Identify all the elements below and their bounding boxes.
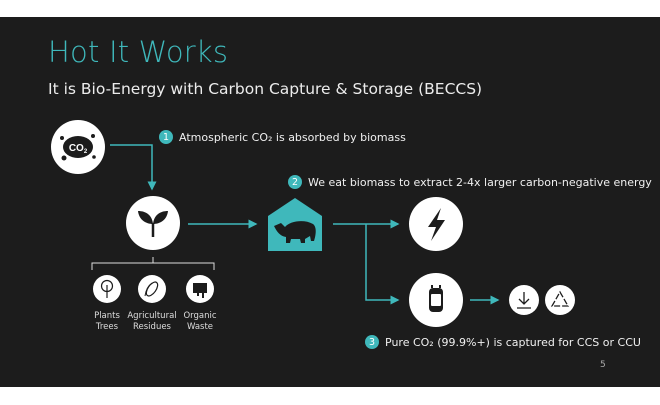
source-label-organic: Organic Waste <box>170 311 230 333</box>
arrow-facility-to-co2-tank <box>365 224 400 305</box>
svg-text:CO2: CO2 <box>69 143 88 155</box>
step-2: 2 We eat biomass to extract 2-4x larger … <box>288 175 652 189</box>
source-label-line: Trees <box>95 322 119 332</box>
source-label-plants: Plants Trees <box>77 311 137 333</box>
source-label-line: Waste <box>186 322 214 332</box>
step-text: Pure CO₂ (99.9%+) is captured for CCS or… <box>385 335 641 349</box>
sprout-icon <box>126 196 180 250</box>
co2-icon: CO2 <box>51 120 105 174</box>
source-label-line: Agricultural <box>127 311 177 321</box>
slide-title: Hot It Works <box>48 35 229 69</box>
arrow-co2-to-plant <box>110 144 157 191</box>
waste-icon <box>186 275 214 303</box>
gas-tank-icon <box>409 273 463 327</box>
step-number-badge: 1 <box>159 130 173 144</box>
bracket <box>91 257 215 270</box>
step-3: 3 Pure CO₂ (99.9%+) is captured for CCS … <box>365 335 641 349</box>
lightning-icon <box>409 197 463 251</box>
recycle-icon <box>545 285 575 315</box>
page-number: 5 <box>600 360 606 370</box>
flow-diagram: CO2 <box>51 120 575 327</box>
connectors <box>110 144 500 305</box>
step-text: Atmospheric CO₂ is absorbed by biomass <box>179 130 406 144</box>
slide-subtitle: It is Bio-Energy with Carbon Capture & S… <box>48 80 483 98</box>
step-number-badge: 2 <box>288 175 302 189</box>
corn-icon <box>138 275 166 303</box>
tree-icon <box>93 275 121 303</box>
step-text: We eat biomass to extract 2-4x larger ca… <box>308 175 652 189</box>
source-label-line: Residues <box>133 322 171 332</box>
rhino-facility-icon <box>268 198 322 251</box>
source-label-line: Organic <box>183 311 217 321</box>
storage-download-icon <box>509 285 539 315</box>
step-number-badge: 3 <box>365 335 379 349</box>
slide: Hot It Works It is Bio-Energy with Carbo… <box>0 17 660 387</box>
source-label-line: Plants <box>94 311 120 321</box>
source-label-agricultural: Agricultural Residues <box>122 311 182 333</box>
step-1: 1 Atmospheric CO₂ is absorbed by biomass <box>159 130 406 144</box>
